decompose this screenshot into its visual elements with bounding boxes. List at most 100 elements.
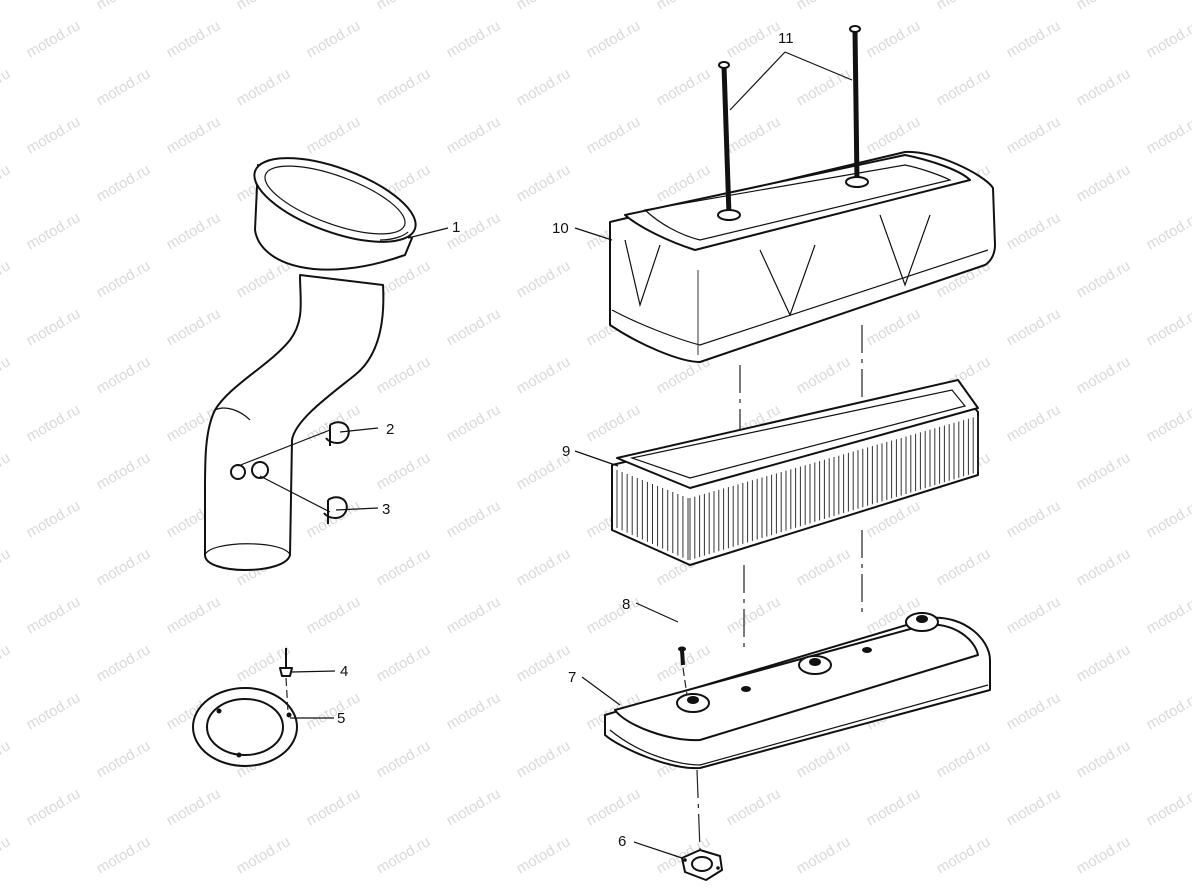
watermark-text: motod.ru bbox=[164, 113, 224, 157]
watermark-text: motod.ru bbox=[1004, 401, 1064, 445]
watermark-text: motod.ru bbox=[0, 833, 13, 877]
watermark-text: motod.ru bbox=[514, 737, 574, 781]
air-filter-element bbox=[611, 379, 979, 566]
watermark-text: motod.ru bbox=[94, 161, 154, 205]
watermark-text: motod.ru bbox=[94, 65, 154, 109]
watermark-text: motod.ru bbox=[1074, 65, 1134, 109]
watermark-text: motod.ru bbox=[304, 593, 364, 637]
watermark-text: motod.ru bbox=[444, 785, 504, 829]
watermark-text: motod.ru bbox=[374, 737, 434, 781]
watermark-text: motod.ru bbox=[794, 737, 854, 781]
airbox-base bbox=[604, 612, 991, 770]
watermark-text: motod.ru bbox=[0, 0, 13, 13]
watermark-text: motod.ru bbox=[1074, 449, 1134, 493]
watermark-text: motod.ru bbox=[94, 641, 154, 685]
callout-8: 8 bbox=[622, 596, 630, 613]
watermark-text: motod.ru bbox=[584, 593, 644, 637]
watermark-text: motod.ru bbox=[444, 305, 504, 349]
watermark-text: motod.ru bbox=[1004, 305, 1064, 349]
watermark-text: motod.ru bbox=[234, 257, 294, 301]
watermark-text: motod.ru bbox=[1074, 737, 1134, 781]
watermark-text: motod.ru bbox=[584, 785, 644, 829]
airbox-cover bbox=[609, 150, 996, 363]
watermark-text: motod.ru bbox=[444, 113, 504, 157]
watermark-text: motod.ru bbox=[164, 209, 224, 253]
watermark-text: motod.ru bbox=[654, 65, 714, 109]
watermark-text: motod.ru bbox=[0, 353, 13, 397]
callout-numbers: 1 2 3 4 5 6 7 8 9 10 11 bbox=[337, 30, 794, 850]
watermark-text: motod.ru bbox=[514, 545, 574, 589]
clip-upper bbox=[325, 421, 350, 446]
watermark-text: motod.ru bbox=[724, 17, 784, 61]
callout-2: 2 bbox=[386, 421, 394, 438]
watermark-text: motod.ru bbox=[374, 449, 434, 493]
watermark-text: motod.ru bbox=[164, 305, 224, 349]
watermark-text: motod.ru bbox=[0, 257, 13, 301]
watermark-text: motod.ru bbox=[1144, 689, 1192, 733]
watermark-text: motod.ru bbox=[374, 833, 434, 877]
watermark-text: motod.ru bbox=[1074, 641, 1134, 685]
watermark-text: motod.ru bbox=[304, 689, 364, 733]
watermark-text: motod.ru bbox=[514, 353, 574, 397]
watermark-text: motod.ru bbox=[1074, 0, 1134, 13]
watermark-text: motod.ru bbox=[1144, 785, 1192, 829]
watermark-text: motod.ru bbox=[794, 545, 854, 589]
watermark-text: motod.ru bbox=[724, 785, 784, 829]
watermark-text: motod.ru bbox=[94, 545, 154, 589]
watermark-text: motod.ru bbox=[514, 161, 574, 205]
watermark-text: motod.ru bbox=[0, 641, 13, 685]
watermark-text: motod.ru bbox=[934, 833, 994, 877]
watermark-text: motod.ru bbox=[94, 449, 154, 493]
watermark-text: motod.ru bbox=[234, 65, 294, 109]
watermark-text: motod.ru bbox=[24, 593, 84, 637]
ring-gasket bbox=[192, 687, 298, 767]
watermark-text: motod.ru bbox=[724, 113, 784, 157]
callout-7: 7 bbox=[568, 669, 576, 686]
watermark-text: motod.ru bbox=[514, 641, 574, 685]
watermark-text: motod.ru bbox=[374, 65, 434, 109]
watermark-text: motod.ru bbox=[304, 785, 364, 829]
watermark-text: motod.ru bbox=[584, 401, 644, 445]
watermark-text: motod.ru bbox=[1074, 353, 1134, 397]
watermark-text: motod.ru bbox=[374, 353, 434, 397]
watermark-text: motod.ru bbox=[1004, 209, 1064, 253]
watermark-text: motod.ru bbox=[514, 65, 574, 109]
watermark-text: motod.ru bbox=[1144, 17, 1192, 61]
watermark-text: motod.ru bbox=[514, 0, 574, 13]
watermark-text: motod.ru bbox=[444, 401, 504, 445]
watermark-text: motod.ru bbox=[934, 0, 994, 13]
watermark-text: motod.ru bbox=[1004, 17, 1064, 61]
clip-lower bbox=[323, 496, 348, 524]
watermark-text: motod.ru bbox=[444, 497, 504, 541]
intake-duct bbox=[204, 157, 417, 571]
leader-lines bbox=[237, 51, 853, 859]
watermark-text: motod.ru bbox=[24, 17, 84, 61]
watermark-text: motod.ru bbox=[374, 641, 434, 685]
callout-3: 3 bbox=[382, 501, 390, 518]
callout-6: 6 bbox=[618, 833, 626, 850]
watermark-text: motod.ru bbox=[164, 785, 224, 829]
watermark-text: motod.ru bbox=[0, 161, 13, 205]
watermark-text: motod.ru bbox=[94, 0, 154, 13]
watermark-text: motod.ru bbox=[1004, 113, 1064, 157]
small-gasket-plate bbox=[681, 849, 723, 881]
callout-11: 11 bbox=[778, 30, 794, 47]
watermark-text: motod.ru bbox=[24, 689, 84, 733]
watermark-text: motod.ru bbox=[24, 209, 84, 253]
watermark-text: motod.ru bbox=[24, 401, 84, 445]
watermark-text: motod.ru bbox=[234, 0, 294, 13]
watermark-text: motod.ru bbox=[24, 305, 84, 349]
watermark-text: motod.ru bbox=[794, 0, 854, 13]
watermark-text: motod.ru bbox=[374, 545, 434, 589]
watermark-text: motod.ru bbox=[864, 17, 924, 61]
watermark-text: motod.ru bbox=[0, 737, 13, 781]
watermark-text: motod.ru bbox=[584, 17, 644, 61]
watermark-text: motod.ru bbox=[934, 737, 994, 781]
watermark-text: motod.ru bbox=[864, 305, 924, 349]
watermark-text: motod.ru bbox=[0, 545, 13, 589]
watermark-text: motod.ru bbox=[304, 113, 364, 157]
watermark-text: motod.ru bbox=[1074, 545, 1134, 589]
watermark-text: motod.ru bbox=[794, 833, 854, 877]
watermark-text: motod.ru bbox=[24, 113, 84, 157]
